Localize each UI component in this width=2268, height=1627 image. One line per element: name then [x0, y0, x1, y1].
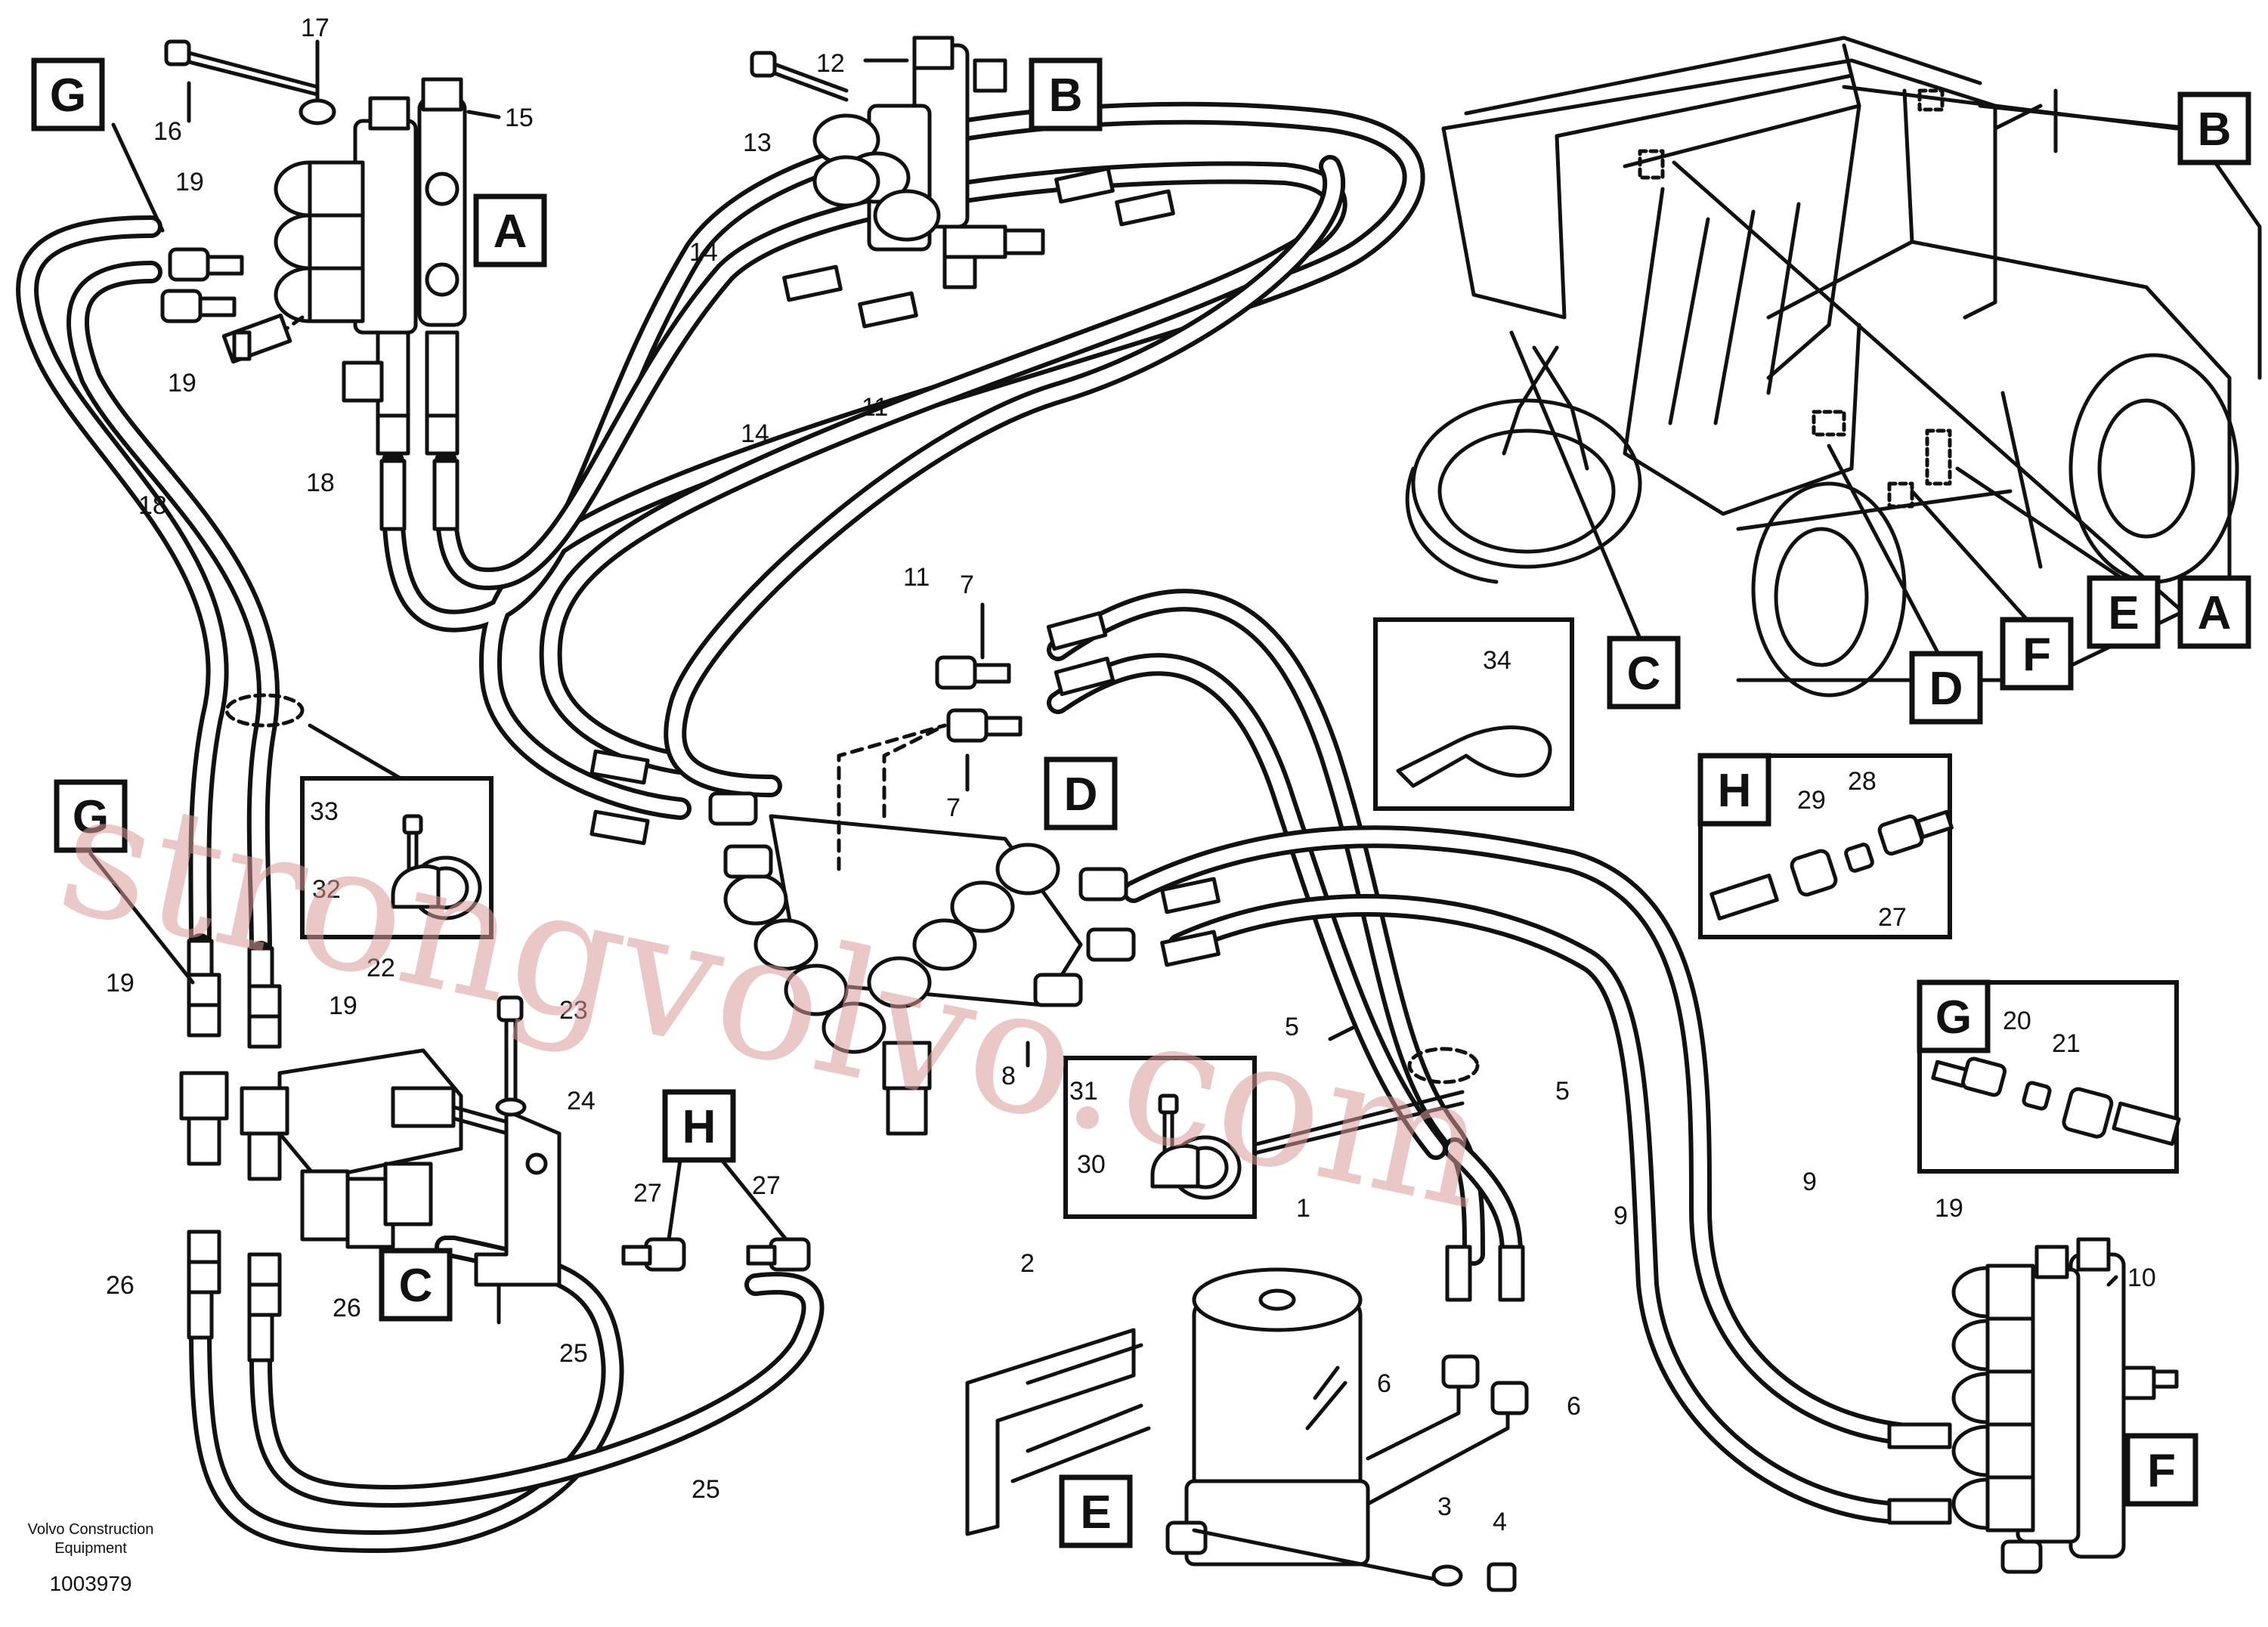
- valve-d: [708, 723, 1136, 1136]
- fitting-19-upper: [168, 247, 244, 282]
- fitting-27-left: [621, 1237, 686, 1272]
- callout-3: 3: [1437, 1492, 1452, 1521]
- bolt-16: [164, 39, 320, 97]
- fitting-7-upper: [935, 655, 1011, 690]
- detail-clamp-30-31: [1063, 1056, 1257, 1219]
- callout-15: 15: [505, 104, 534, 132]
- detail-cable-tie-34: [1373, 617, 1574, 811]
- box-a-main: A: [494, 206, 528, 258]
- callout-16: 16: [153, 117, 182, 146]
- callout-25a: 25: [559, 1339, 588, 1368]
- document-number: 1003979: [49, 1572, 132, 1595]
- fitting-27-right: [746, 1237, 811, 1272]
- callout-19e: 19: [1935, 1194, 1963, 1223]
- callout-27a: 27: [633, 1179, 662, 1208]
- callout-7a: 7: [960, 571, 974, 599]
- callout-18a: 18: [138, 491, 167, 520]
- callout-6a: 6: [1377, 1369, 1391, 1398]
- callout-27c: 27: [1878, 903, 1907, 932]
- callout-11b: 11: [903, 563, 930, 592]
- callout-22: 22: [367, 954, 395, 982]
- reservoir-e: [965, 1267, 1438, 1582]
- credit-line-2: Equipment: [54, 1540, 127, 1557]
- box-g-top: G: [50, 70, 86, 122]
- hose-lines: [16, 101, 1946, 1553]
- bolt-13: [750, 51, 849, 102]
- box-a-machine: A: [2198, 587, 2232, 639]
- callout-5b: 5: [1555, 1077, 1570, 1106]
- valve-f: [1951, 1237, 2179, 1574]
- callout-32: 32: [312, 875, 341, 904]
- callout-6b: 6: [1567, 1392, 1581, 1421]
- box-h-mid: H: [682, 1101, 716, 1153]
- callout-31: 31: [1069, 1077, 1098, 1106]
- callout-14a: 14: [689, 238, 718, 267]
- callout-19c: 19: [106, 969, 135, 998]
- box-g-left: G: [73, 791, 109, 843]
- box-f-machine: F: [2022, 629, 2051, 681]
- box-e-machine: E: [2108, 587, 2139, 639]
- callout-11a: 11: [862, 393, 888, 422]
- box-b-machine: B: [2198, 104, 2232, 156]
- box-e-main: E: [1080, 1486, 1111, 1539]
- callout-29: 29: [1797, 786, 1826, 815]
- callout-19b: 19: [168, 369, 196, 397]
- callout-4: 4: [1493, 1508, 1507, 1536]
- callout-33: 33: [310, 797, 339, 826]
- box-h-detail: H: [1718, 765, 1752, 817]
- valve-b: [812, 36, 1045, 289]
- callout-19d: 19: [329, 991, 357, 1020]
- callout-5a: 5: [1285, 1013, 1299, 1041]
- fitting-7-lower: [946, 708, 1023, 743]
- elbow-6-left: [1441, 1354, 1480, 1389]
- callout-25b: 25: [692, 1475, 720, 1504]
- callout-1: 1: [1296, 1194, 1310, 1223]
- callout-26a: 26: [106, 1271, 135, 1300]
- callout-14b: 14: [741, 419, 769, 448]
- washer-17: [299, 98, 336, 125]
- elbow-6-right: [1490, 1381, 1529, 1415]
- callout-8: 8: [1001, 1062, 1016, 1090]
- box-c-main: C: [399, 1260, 433, 1312]
- callout-27b: 27: [752, 1171, 781, 1200]
- letter-boxes: A B C D E F G G H B A E F D C H G: [31, 57, 2251, 1548]
- washer-3: [1431, 1564, 1463, 1587]
- callout-10: 10: [2127, 1264, 2156, 1292]
- callout-34: 34: [1483, 646, 1511, 675]
- credit-line-1: Volvo Construction: [28, 1521, 154, 1538]
- callout-28: 28: [1848, 767, 1877, 796]
- box-b-main: B: [1049, 70, 1083, 122]
- bracket-24: [474, 995, 562, 1325]
- callout-13: 13: [743, 128, 772, 157]
- callout-26b: 26: [333, 1294, 361, 1322]
- valve-c: [179, 973, 524, 1363]
- box-d-machine: D: [1929, 663, 1963, 715]
- callout-17: 17: [301, 14, 330, 42]
- cut-marker-left: [224, 693, 305, 728]
- callout-9b: 9: [1802, 1168, 1817, 1196]
- callout-23: 23: [559, 996, 588, 1025]
- callout-12: 12: [816, 49, 845, 78]
- nut-4: [1487, 1562, 1517, 1592]
- cut-marker-right: [1407, 1047, 1480, 1084]
- valve-a: [221, 77, 467, 456]
- callout-30: 30: [1077, 1150, 1106, 1179]
- box-c-machine: C: [1627, 648, 1661, 700]
- callout-9a: 9: [1614, 1202, 1628, 1230]
- fitting-19-lower: [160, 289, 237, 323]
- callout-7b: 7: [946, 793, 961, 822]
- callout-24: 24: [567, 1087, 596, 1115]
- part-callouts: 1 2 3 4 5 5 6 6 7 7 8 9 9 10 11 11 12 13…: [106, 14, 2156, 1536]
- callout-20: 20: [2003, 1007, 2031, 1035]
- box-g-detail: G: [1935, 991, 1972, 1044]
- box-f-main: F: [2147, 1445, 2176, 1497]
- callout-19a: 19: [175, 168, 204, 196]
- callout-2: 2: [1020, 1249, 1035, 1278]
- callout-18b: 18: [306, 469, 335, 497]
- box-d-main: D: [1064, 769, 1098, 821]
- callout-21: 21: [2052, 1029, 2081, 1058]
- detail-clamp-32-33: [300, 776, 494, 939]
